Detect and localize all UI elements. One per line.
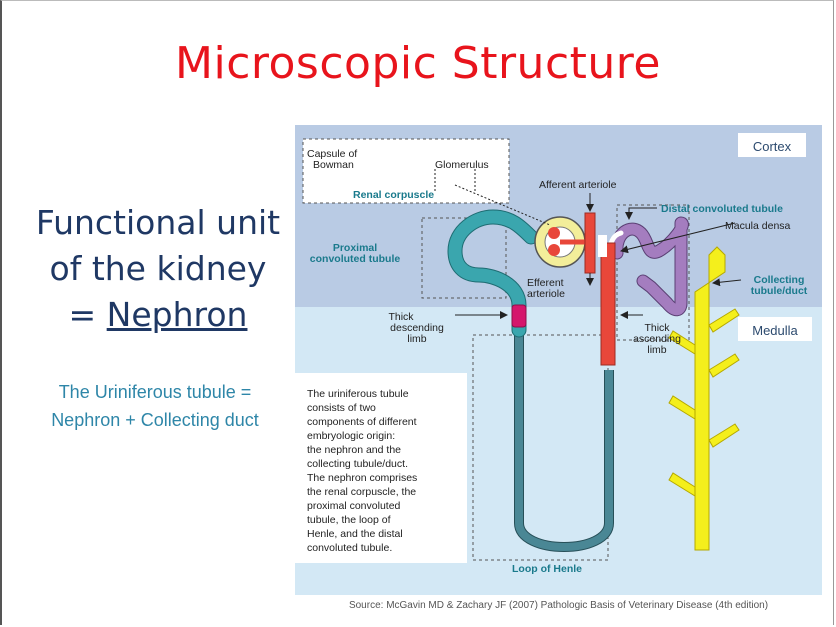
loop-of-henle	[515, 330, 613, 551]
renal-corpuscle	[534, 216, 586, 268]
desc-line-5: the nephron and the	[307, 444, 401, 456]
desc-line-9: proximal convoluted	[307, 500, 401, 512]
thick-ascending-label-3: limb	[647, 344, 666, 356]
distal-tubule-label: Distal convoluted tubule	[661, 203, 783, 215]
glomerulus-loop-2	[548, 244, 560, 256]
collecting-duct	[668, 246, 740, 551]
thick-descending-label-3: limb	[407, 333, 426, 345]
heading-line-3: = Nephron	[22, 292, 294, 338]
thick-ascending-label-1: Thick	[644, 322, 670, 334]
proximal-region-box	[421, 217, 507, 299]
desc-line-8: the renal corpuscle, the	[307, 486, 416, 498]
macula-densa	[598, 235, 607, 257]
distal-arrow	[625, 207, 657, 220]
capsule-label-2: Bowman	[313, 159, 354, 171]
corpuscle-leader-lines	[434, 169, 476, 193]
functional-unit-heading: Functional unit of the kidney = Nephron	[22, 200, 294, 338]
heading-nephron: Nephron	[106, 295, 248, 334]
thick-descending-label-1: Thick	[388, 311, 414, 323]
proximal-label-1: Proximal	[333, 242, 377, 254]
thick-descending-label-2: descending	[390, 322, 444, 334]
glomerulus-label: Glomerulus	[435, 159, 489, 171]
nephron-diagram: Cortex Medulla	[295, 125, 822, 595]
cortex-label-box	[738, 133, 806, 157]
macula-densa-label: Macula densa	[725, 220, 791, 232]
collecting-label-1: Collecting	[754, 274, 805, 286]
medulla-label-box	[738, 317, 812, 341]
desc-line-2: consists of two	[307, 402, 376, 414]
efferent-label-1: Efferent	[527, 277, 564, 289]
source-citation: Source: McGavin MD & Zachary JF (2007) P…	[348, 600, 769, 611]
desc-line-12: convoluted tubule.	[307, 542, 392, 554]
heading-line-1: Functional unit	[35, 203, 281, 242]
cortex-label: Cortex	[753, 139, 792, 154]
thick-ascending-label-2: ascending	[633, 333, 681, 345]
capsule-label-1: Capsule of	[307, 148, 357, 160]
nephron-svg: Cortex Medulla	[295, 125, 822, 595]
uriniferous-definition: The Uriniferous tubule = Nephron + Colle…	[18, 378, 292, 434]
desc-line-6: collecting tubule/duct.	[307, 458, 408, 470]
loop-of-henle-label: Loop of Henle	[512, 563, 582, 575]
renal-corpuscle-label: Renal corpuscle	[353, 189, 434, 201]
desc-line-11: Henle, and the distal	[307, 528, 403, 540]
desc-line-3: components of different	[307, 416, 417, 428]
efferent-label-2: arteriole	[527, 288, 565, 300]
collecting-label-2: tubule/duct	[751, 285, 808, 297]
glomerulus-loop-1	[548, 227, 560, 239]
collecting-arrow	[712, 278, 742, 287]
heading-equals: =	[68, 295, 107, 334]
sub-line-1: The Uriniferous tubule =	[58, 382, 252, 402]
heading-line-2: of the kidney	[49, 249, 267, 288]
description-box	[295, 373, 467, 563]
distal-region-box	[616, 204, 690, 341]
sub-line-2: Nephron + Collecting duct	[51, 410, 259, 430]
slide-title: Microscopic Structure	[175, 38, 661, 89]
afferent-arteriole	[584, 212, 596, 274]
desc-line-4: embryologic origin:	[307, 430, 395, 442]
proximal-label-2: convoluted tubule	[310, 253, 401, 265]
desc-line-1: The uriniferous tubule	[307, 388, 409, 400]
desc-line-7: The nephron comprises	[307, 472, 417, 484]
macula-arrow	[620, 222, 736, 254]
afferent-label: Afferent arteriole	[539, 179, 617, 191]
description-text: The uriniferous tubule consists of two c…	[307, 388, 417, 554]
thick-descending-limb	[511, 304, 527, 328]
proximal-tubule	[448, 210, 538, 337]
distal-tubule	[611, 217, 688, 316]
corpuscle-pointer	[454, 184, 551, 226]
medulla-label: Medulla	[752, 323, 798, 338]
thick-ascending-limb	[600, 242, 616, 366]
desc-line-10: tubule, the loop of	[307, 514, 391, 526]
